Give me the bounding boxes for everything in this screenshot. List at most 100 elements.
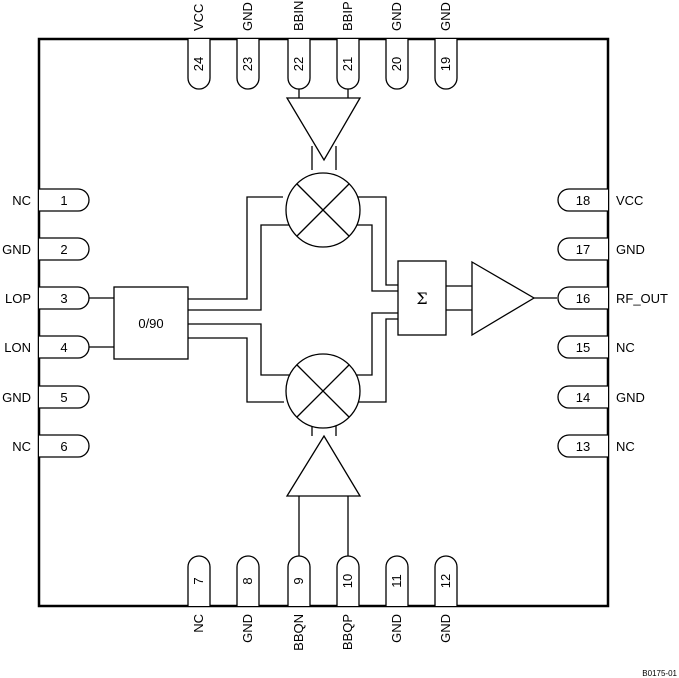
pin-name: NC (191, 614, 206, 633)
pin-number: 21 (340, 57, 355, 71)
pin-1: 1 NC (12, 188, 90, 212)
output-amplifier-triangle (471, 260, 536, 337)
pin-6: 6 NC (12, 434, 90, 458)
pin-pad (39, 237, 90, 261)
pin-pad (557, 188, 608, 212)
pin-number: 24 (191, 57, 206, 71)
pin-pad (187, 555, 211, 606)
pin-17: 17 GND (557, 237, 645, 261)
pin-number: 19 (438, 57, 453, 71)
pin-15: 15 NC (557, 335, 635, 359)
pin-name: RF_OUT (616, 291, 668, 306)
pin-number: 12 (438, 574, 453, 588)
pin-number: 23 (240, 57, 255, 71)
pin-pad (557, 385, 608, 409)
pin-16: 16 RF_OUT (557, 286, 668, 310)
pin-pad (39, 385, 90, 409)
pin-14: 14 GND (557, 385, 645, 409)
pin-name: GND (438, 2, 453, 31)
pin-name: BBQN (291, 614, 306, 651)
pin-pad (434, 555, 458, 606)
pin-pad (39, 286, 90, 310)
summer-block (397, 260, 447, 336)
pin-22: 22 BBIN (287, 1, 311, 90)
pin-pad (287, 39, 311, 90)
pin-pad (557, 237, 608, 261)
pin-name: NC (616, 340, 635, 355)
pin-2: 2 GND (2, 237, 90, 261)
pin-number: 18 (576, 193, 590, 208)
pin-pad (39, 335, 90, 359)
pin-number: 13 (576, 439, 590, 454)
pin-number: 17 (576, 242, 590, 257)
pin-number: 4 (60, 340, 67, 355)
pin-number: 14 (576, 390, 590, 405)
pin-number: 11 (389, 574, 404, 588)
pin-23: 23 GND (236, 2, 260, 90)
pin-pad (557, 335, 608, 359)
pin-21: 21 BBIP (336, 1, 360, 90)
internal-wiring (89, 89, 557, 557)
pin-number: 7 (191, 577, 206, 584)
pin-pad (557, 434, 608, 458)
pin-20: 20 GND (385, 2, 409, 90)
pin-pad (39, 434, 90, 458)
pin-name: VCC (191, 4, 206, 31)
pin-name: GND (616, 390, 645, 405)
phase-splitter-label: 0/90 (138, 316, 163, 331)
pin-13: 13 NC (557, 434, 635, 458)
package-outline (37, 37, 610, 608)
pin-pad (336, 39, 360, 90)
pin-19: 19 GND (434, 2, 458, 90)
pin-pad (385, 555, 409, 606)
pin-pad (336, 555, 360, 606)
pin-number: 22 (291, 57, 306, 71)
pin-pad (557, 286, 608, 310)
pin-name: BBQP (340, 614, 355, 650)
pin-number: 5 (60, 390, 67, 405)
pin-name: LOP (5, 291, 31, 306)
pin-name: LON (4, 340, 31, 355)
pin-name: VCC (616, 193, 643, 208)
pin-number: 20 (389, 57, 404, 71)
pin-name: BBIP (340, 1, 355, 31)
document-id: B0175-01 (642, 669, 677, 678)
pin-name: GND (616, 242, 645, 257)
phase-splitter-block (113, 286, 189, 360)
i-baseband-buffer-triangle (285, 97, 362, 162)
pin-18: 18 VCC (557, 188, 643, 212)
pins-layer: 1NC2GND3LOP4LON5GND6NC7NC8GND9BBQN10BBQP… (2, 1, 668, 651)
pin-pad (236, 555, 260, 606)
pin-7: 7NC (187, 555, 211, 633)
pin-name: GND (438, 614, 453, 643)
pin-pad (187, 39, 211, 90)
pin-number: 16 (576, 291, 590, 306)
pin-name: NC (12, 439, 31, 454)
pin-pad (434, 39, 458, 90)
pin-name: GND (240, 2, 255, 31)
q-baseband-buffer-triangle (285, 434, 362, 497)
pin-name: GND (2, 242, 31, 257)
pin-name: GND (389, 2, 404, 31)
i-mixer-symbol (285, 172, 361, 248)
pin-name: GND (240, 614, 255, 643)
pin-number: 10 (340, 574, 355, 588)
pin-5: 5 GND (2, 385, 90, 409)
pin-4: 4 LON (4, 335, 90, 359)
pin-number: 15 (576, 340, 590, 355)
pin-name: BBIN (291, 1, 306, 31)
pin-name: NC (12, 193, 31, 208)
pin-name: GND (2, 390, 31, 405)
pin-number: 6 (60, 439, 67, 454)
pin-number: 2 (60, 242, 67, 257)
pin-name: NC (616, 439, 635, 454)
pin-24: 24 VCC (187, 4, 211, 90)
pin-name: GND (389, 614, 404, 643)
pin-number: 1 (60, 193, 67, 208)
pin-pad (385, 39, 409, 90)
